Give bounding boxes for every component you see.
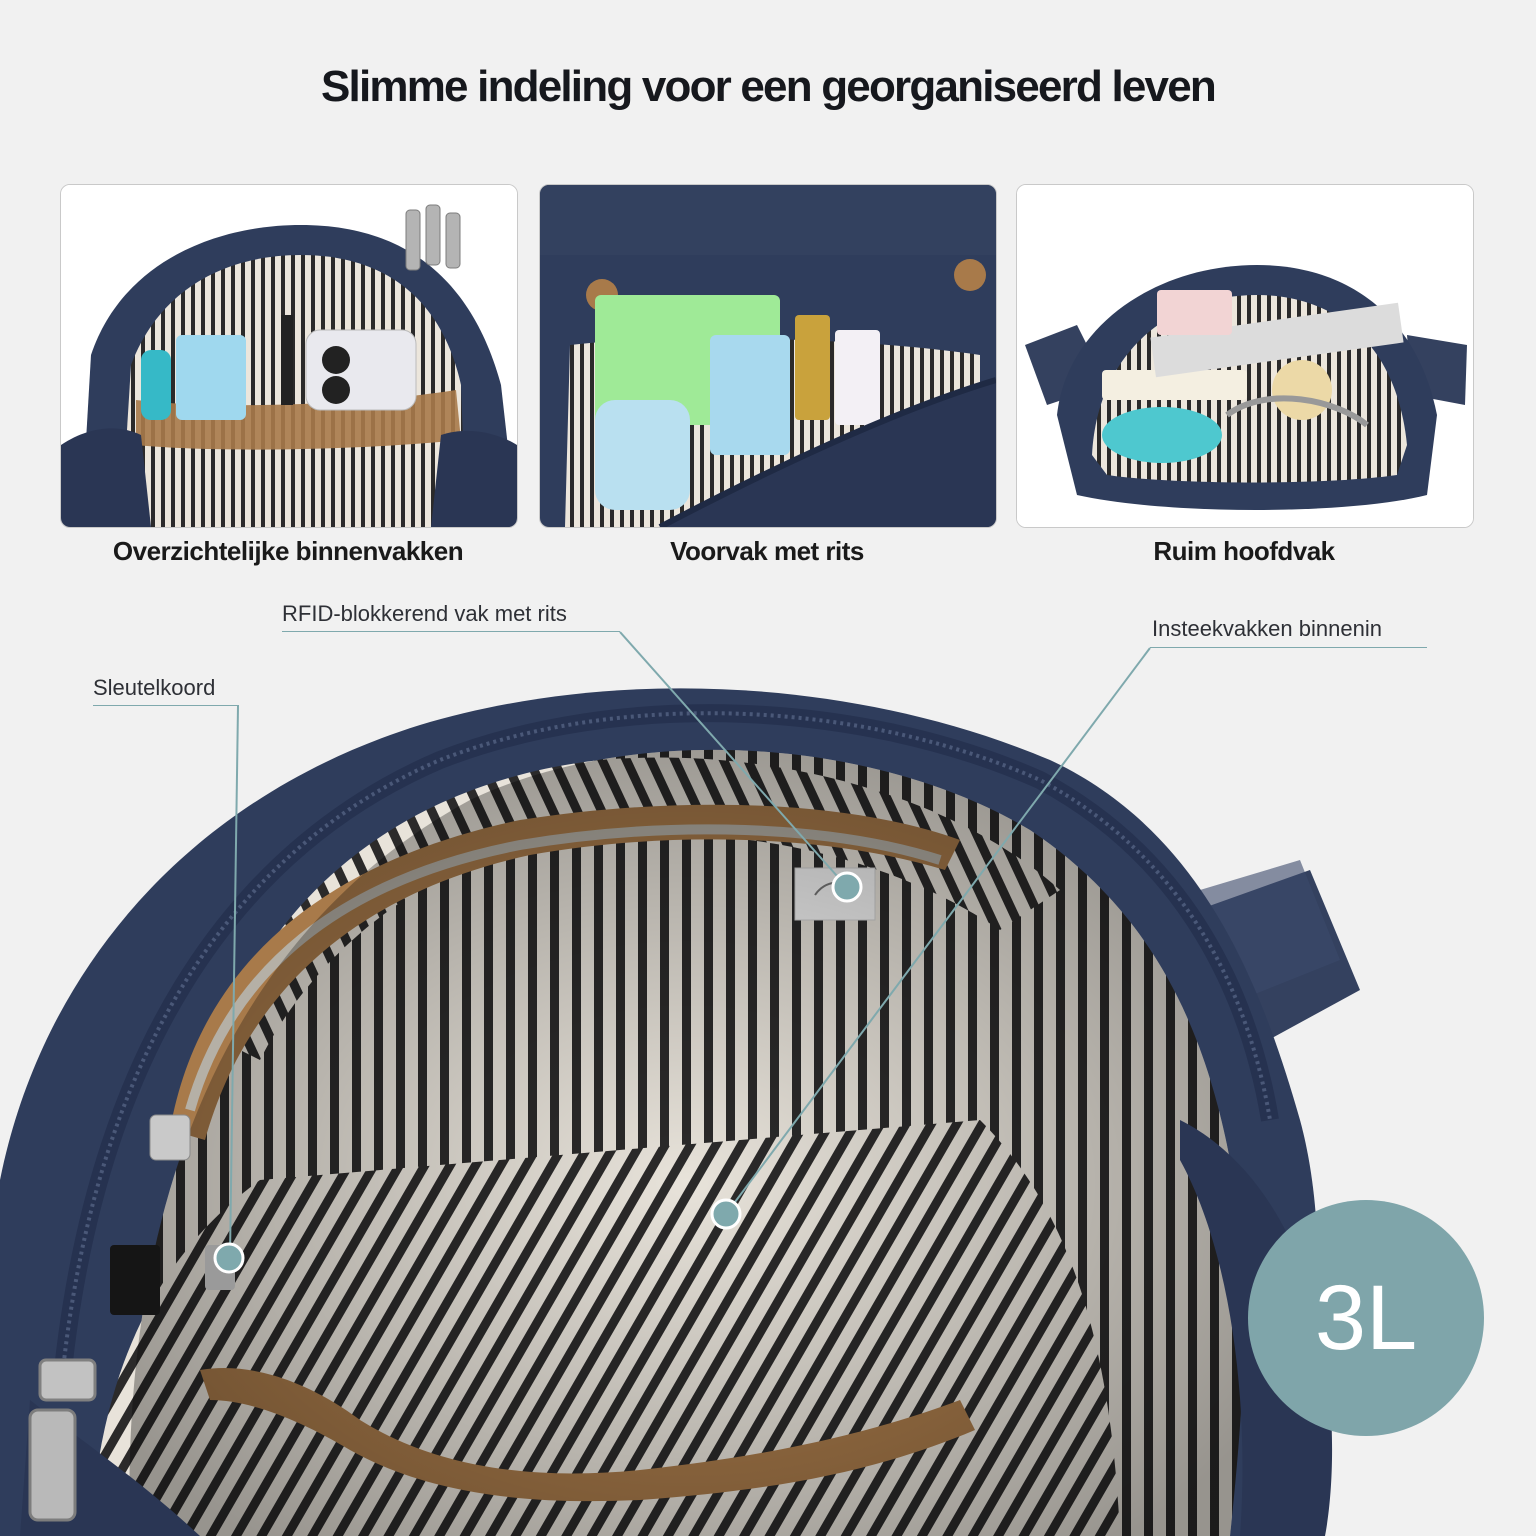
callout-rfid-underline	[282, 631, 620, 632]
callout-keycord-underline	[93, 705, 239, 706]
thumbnail-front-zip-pocket	[539, 184, 997, 528]
inner-compartments-photo-icon	[61, 185, 517, 527]
caption-main-compartment: Ruim hoofdvak	[1153, 536, 1335, 566]
main-compartment-photo-icon	[1017, 185, 1473, 527]
rfid-marker-dot	[831, 871, 863, 903]
caption-inner-compartments: Overzichtelijke binnenvakken	[112, 536, 464, 566]
keycord-marker-dot	[213, 1242, 245, 1274]
front-zip-pocket-photo-icon	[540, 185, 996, 527]
thumbnail-inner-compartments	[60, 184, 518, 528]
callout-insert-label: Insteekvakken binnenin	[1152, 616, 1382, 641]
callout-insert-underline	[1150, 647, 1427, 648]
caption-front-zip-pocket: Voorvak met rits	[670, 536, 864, 566]
thumbnail-main-compartment	[1016, 184, 1474, 528]
callout-keycord-label: Sleutelkoord	[93, 675, 216, 700]
capacity-badge: 3L	[1248, 1200, 1484, 1436]
insert-marker-dot	[710, 1198, 742, 1230]
page-title: Slimme indeling voor een georganiseerd l…	[321, 62, 1217, 111]
callout-rfid-label: RFID-blokkerend vak met rits	[282, 601, 567, 626]
